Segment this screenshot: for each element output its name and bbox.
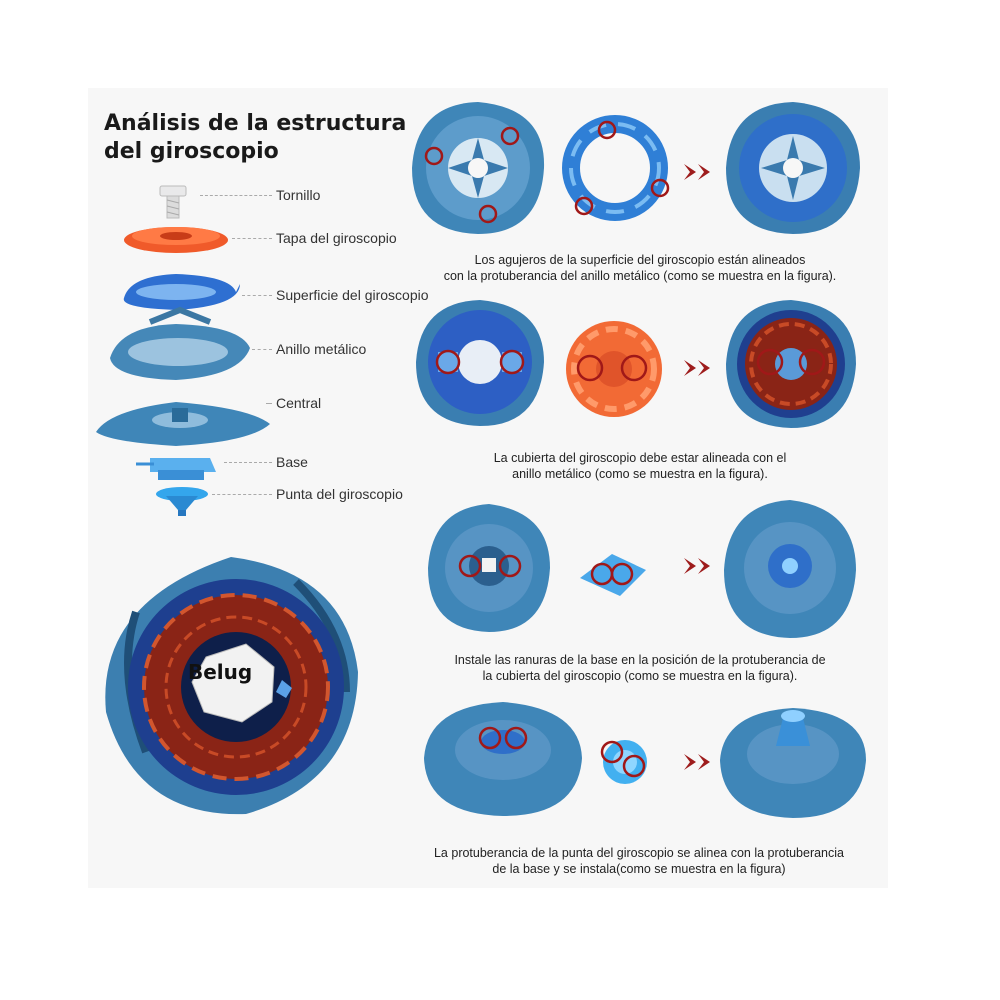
- leader-line: [242, 295, 272, 296]
- central-part: [96, 402, 270, 446]
- step1-ring-image: [560, 112, 670, 224]
- step1-caption: Los agujeros de la superficie del girosc…: [400, 252, 880, 284]
- step3-caption-line-1: Instale las ranuras de la base en la pos…: [400, 652, 880, 668]
- step1-result-image: [722, 98, 864, 238]
- step1-caption-line-1: Los agujeros de la superficie del girosc…: [400, 252, 880, 268]
- part-label-punta: Punta del giroscopio: [276, 486, 403, 502]
- step2-caption: La cubierta del giroscopio debe estar al…: [400, 450, 880, 482]
- cap-part: [124, 227, 228, 253]
- step2-caption-line-1: La cubierta del giroscopio debe estar al…: [400, 450, 880, 466]
- leader-line: [224, 462, 272, 463]
- step4-caption-line-2: de la base y se instala(como se muestra …: [394, 861, 884, 877]
- title-line-1: Análisis de la estructura: [104, 110, 406, 138]
- page-title: Análisis de la estructura del giroscopio: [104, 110, 406, 166]
- surface-part: [124, 274, 240, 310]
- leader-line: [252, 349, 272, 350]
- part-label-base: Base: [276, 454, 308, 470]
- step4-body-image: [420, 698, 586, 820]
- exploded-parts-diagram: [90, 180, 280, 520]
- part-label-tapa: Tapa del giroscopio: [276, 230, 397, 246]
- step4-caption-line-1: La protuberancia de la punta del girosco…: [394, 845, 884, 861]
- part-label-central: Central: [276, 395, 321, 411]
- step3-body-image: [424, 500, 554, 636]
- step4-caption: La protuberancia de la punta del girosco…: [394, 845, 884, 877]
- step3-result-image: [720, 496, 860, 642]
- step2-arrow-icon: [682, 358, 716, 378]
- assembled-top-image: [96, 552, 366, 822]
- step3-caption: Instale las ranuras de la base en la pos…: [400, 652, 880, 684]
- metal-ring-part: [110, 310, 250, 380]
- step2-cap-image: [560, 314, 668, 424]
- part-label-anillo: Anillo metálico: [276, 341, 366, 357]
- step3-base-image: [572, 548, 654, 602]
- leader-line: [232, 238, 272, 239]
- leader-line: [200, 195, 272, 196]
- step3-caption-line-2: la cubierta del giroscopio (como se mues…: [400, 668, 880, 684]
- step4-tip-image: [590, 732, 660, 790]
- step3-arrow-icon: [682, 556, 716, 576]
- screw-part: [160, 186, 186, 218]
- part-label-superficie: Superficie del giroscopio: [276, 287, 429, 303]
- step1-surface-image: [408, 98, 548, 238]
- step4-arrow-icon: [682, 752, 716, 772]
- step2-caption-line-2: anillo metálico (como se muestra en la f…: [400, 466, 880, 482]
- step1-arrow-icon: [682, 162, 716, 182]
- step2-result-image: [722, 296, 860, 432]
- step4-result-image: [716, 694, 870, 822]
- step1-caption-line-2: con la protuberancia del anillo metálico…: [400, 268, 880, 284]
- part-label-tornillo: Tornillo: [276, 187, 320, 203]
- logo-text: Belug: [188, 660, 252, 684]
- leader-line: [212, 494, 272, 495]
- title-line-2: del giroscopio: [104, 138, 406, 166]
- leader-line: [266, 403, 272, 404]
- base-part: [136, 458, 216, 480]
- step2-body-image: [412, 296, 548, 430]
- tip-part: [156, 487, 208, 516]
